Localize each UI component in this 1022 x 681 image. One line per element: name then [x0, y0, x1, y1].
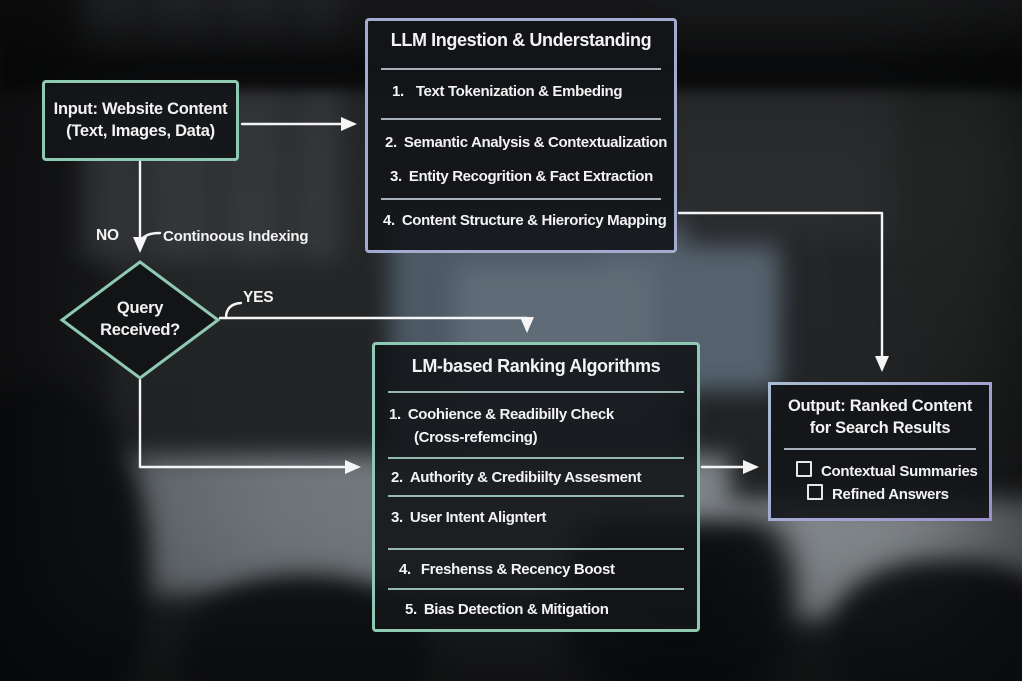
item-label-line2: (Cross-refemcing)	[414, 429, 538, 446]
ranking-item-3: 3. User Intent Aligntert	[375, 509, 693, 526]
ingestion-item-4: 4. Content Structure & Hieroricy Mapping	[368, 212, 670, 229]
item-label: Bias Detection & Mitigation	[423, 601, 609, 618]
divider	[388, 588, 684, 590]
item-label: Content Structure & Hieroricy Mapping	[401, 212, 667, 229]
node-input-website-content: Input: Website Content (Text, Images, Da…	[42, 80, 239, 161]
edge-label-continuous-indexing: Continoous Indexing	[163, 228, 309, 245]
output-checkbox-refined-answers: Refined Answers	[807, 484, 949, 503]
item-number: 5.	[405, 601, 417, 618]
item-number: 3.	[390, 168, 402, 185]
item-label: Coohience & Readibilly Check	[407, 406, 614, 423]
divider	[784, 448, 976, 450]
item-label: Entity Recogrition & Fact Extraction	[408, 168, 653, 185]
ingestion-item-2: 2. Semantic Analysis & Contextualization	[368, 134, 670, 151]
input-title-line1: Input: Website Content	[53, 100, 228, 119]
item-number: 4.	[383, 212, 395, 229]
item-number: 1.	[389, 406, 401, 423]
output-title: Output: Ranked Content for Search Result…	[771, 395, 989, 440]
item-number: 4.	[399, 561, 411, 578]
item-number: 1.	[392, 83, 404, 100]
ranking-item-2: 2. Authority & Credibiilty Assesment	[375, 469, 693, 486]
output-title-line1: Output: Ranked Content	[787, 397, 973, 415]
ingestion-item-1: 1. Text Tokenization & Embeding	[368, 83, 670, 100]
ranking-item-1: 1. Coohience & Readibilly Check (Cross-re…	[375, 403, 693, 449]
decision-line2: Received?	[100, 321, 180, 340]
item-label: Authority & Credibiilty Assesment	[409, 469, 642, 486]
divider	[381, 118, 661, 120]
node-output-ranked-content: Output: Ranked Content for Search Result…	[768, 382, 992, 521]
item-label: Freshenss & Recency Boost	[420, 561, 615, 578]
item-number: 3.	[391, 509, 403, 526]
divider	[388, 391, 684, 393]
ingestion-item-3: 3. Entity Recogrition & Fact Extraction	[368, 168, 670, 185]
output-checkbox-contextual-summaries: Contextual Summaries	[796, 461, 978, 480]
decision-line1: Query	[116, 299, 164, 317]
divider	[381, 68, 661, 70]
ranking-title: LM-based Ranking Algorithms	[411, 356, 661, 376]
item-label: User Intent Aligntert	[409, 509, 547, 526]
background-chair-right	[830, 560, 1022, 681]
checkbox-label: Refined Answers	[832, 486, 949, 503]
edge-label-no: NO	[96, 227, 119, 244]
node-lm-ranking: LM-based Ranking Algorithms 1. Coohience …	[372, 342, 700, 632]
checkbox-label: Contextual Summaries	[821, 463, 978, 480]
item-label: Semantic Analysis & Contextualization	[403, 134, 668, 151]
ranking-item-4: 4. Freshenss & Recency Boost	[375, 561, 693, 578]
checkbox-icon	[796, 461, 812, 477]
divider	[388, 548, 684, 550]
node-llm-ingestion: LLM Ingestion & Understanding 1. Text Tok…	[365, 18, 677, 253]
divider	[381, 198, 661, 200]
item-number: 2.	[391, 469, 403, 486]
item-label: Text Tokenization & Embeding	[415, 83, 623, 100]
checkbox-icon	[807, 484, 823, 500]
input-title-line2: (Text, Images, Data)	[66, 121, 215, 140]
ingestion-title: LLM Ingestion & Understanding	[390, 30, 652, 50]
divider	[388, 457, 684, 459]
output-title-line2: for Search Results	[809, 419, 951, 438]
divider	[388, 495, 684, 497]
edge-label-yes: YES	[243, 289, 274, 306]
decision-label: Query Received?	[84, 297, 196, 342]
ranking-item-5: 5. Bias Detection & Mitigation	[375, 601, 693, 618]
item-number: 2.	[385, 134, 397, 151]
